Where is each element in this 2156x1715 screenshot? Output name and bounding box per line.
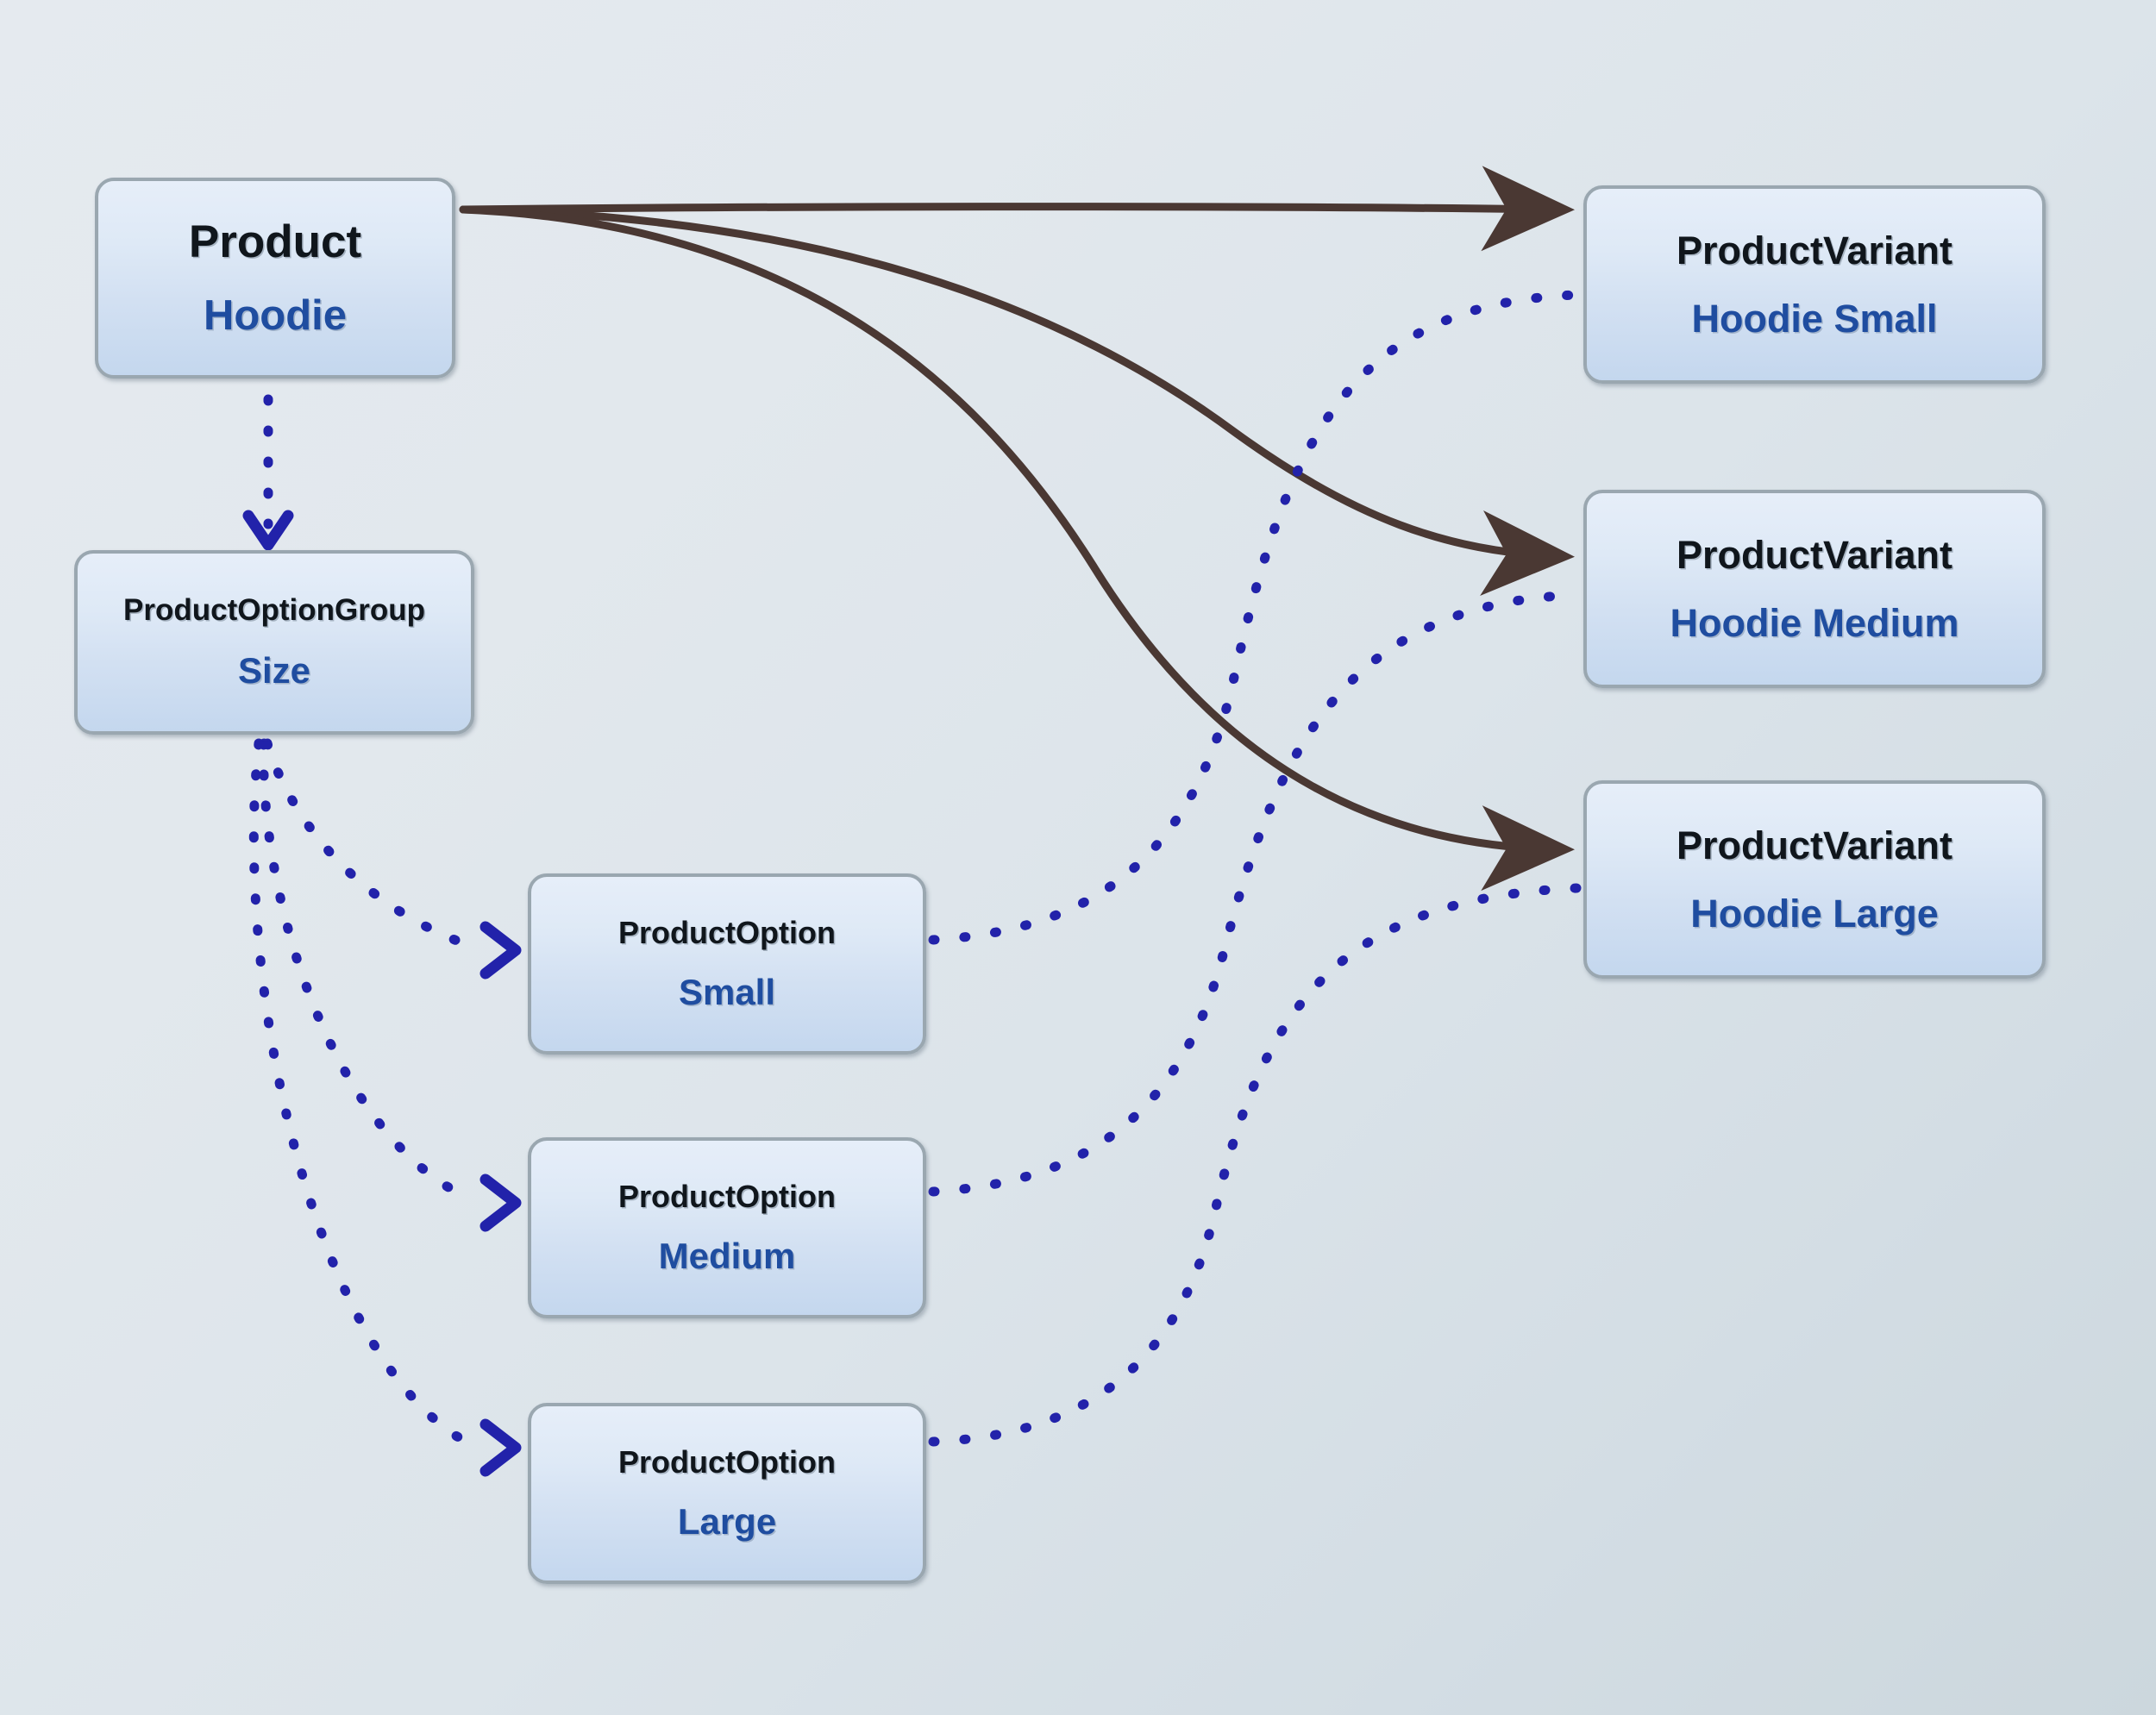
edge-option-group-to-option-small (262, 738, 522, 980)
node-product-option-small-type: ProductOption (618, 915, 836, 951)
node-product-variant-hoodie-medium-value: Hoodie Medium (1670, 601, 1959, 645)
node-product[interactable]: Product Hoodie (95, 178, 455, 379)
edge-product-to-option-group (242, 394, 294, 551)
node-product-variant-hoodie-small-type: ProductVariant (1676, 228, 1953, 272)
node-product-option-medium-type: ProductOption (618, 1179, 836, 1215)
node-product-option-medium[interactable]: ProductOption Medium (528, 1137, 926, 1318)
node-product-option-large[interactable]: ProductOption Large (528, 1403, 926, 1584)
edge-option-small-to-variant-small (928, 290, 1582, 945)
edge-option-group-to-option-medium (259, 738, 522, 1232)
node-product-option-medium-value: Medium (658, 1235, 796, 1276)
node-product-option-small-value: Small (678, 971, 776, 1012)
node-product-option-large-value: Large (677, 1500, 777, 1542)
node-product-option-large-type: ProductOption (618, 1444, 836, 1480)
node-product-variant-hoodie-small-value: Hoodie Small (1691, 297, 1938, 341)
edge-product-to-variant-large (459, 205, 1575, 892)
edge-option-large-to-variant-large (928, 883, 1582, 1447)
node-product-option-small[interactable]: ProductOption Small (528, 873, 926, 1055)
node-product-option-group-type: ProductOptionGroup (123, 592, 425, 627)
edge-product-to-variant-medium (459, 205, 1575, 596)
edge-product-to-variant-small (459, 166, 1575, 252)
node-product-variant-hoodie-medium[interactable]: ProductVariant Hoodie Medium (1583, 490, 2046, 688)
node-product-type: Product (188, 216, 362, 267)
node-product-variant-hoodie-large-type: ProductVariant (1676, 823, 1953, 867)
node-product-variant-hoodie-large[interactable]: ProductVariant Hoodie Large (1583, 780, 2046, 979)
node-product-variant-hoodie-medium-type: ProductVariant (1676, 532, 1953, 577)
node-product-option-group-value: Size (237, 650, 311, 692)
node-product-value: Hoodie (203, 291, 348, 339)
node-product-variant-hoodie-small[interactable]: ProductVariant Hoodie Small (1583, 185, 2046, 384)
node-product-option-group[interactable]: ProductOptionGroup Size (74, 550, 474, 735)
edge-option-group-to-option-large (248, 738, 522, 1477)
node-product-variant-hoodie-large-value: Hoodie Large (1690, 892, 1939, 936)
edge-option-medium-to-variant-medium (928, 590, 1582, 1197)
